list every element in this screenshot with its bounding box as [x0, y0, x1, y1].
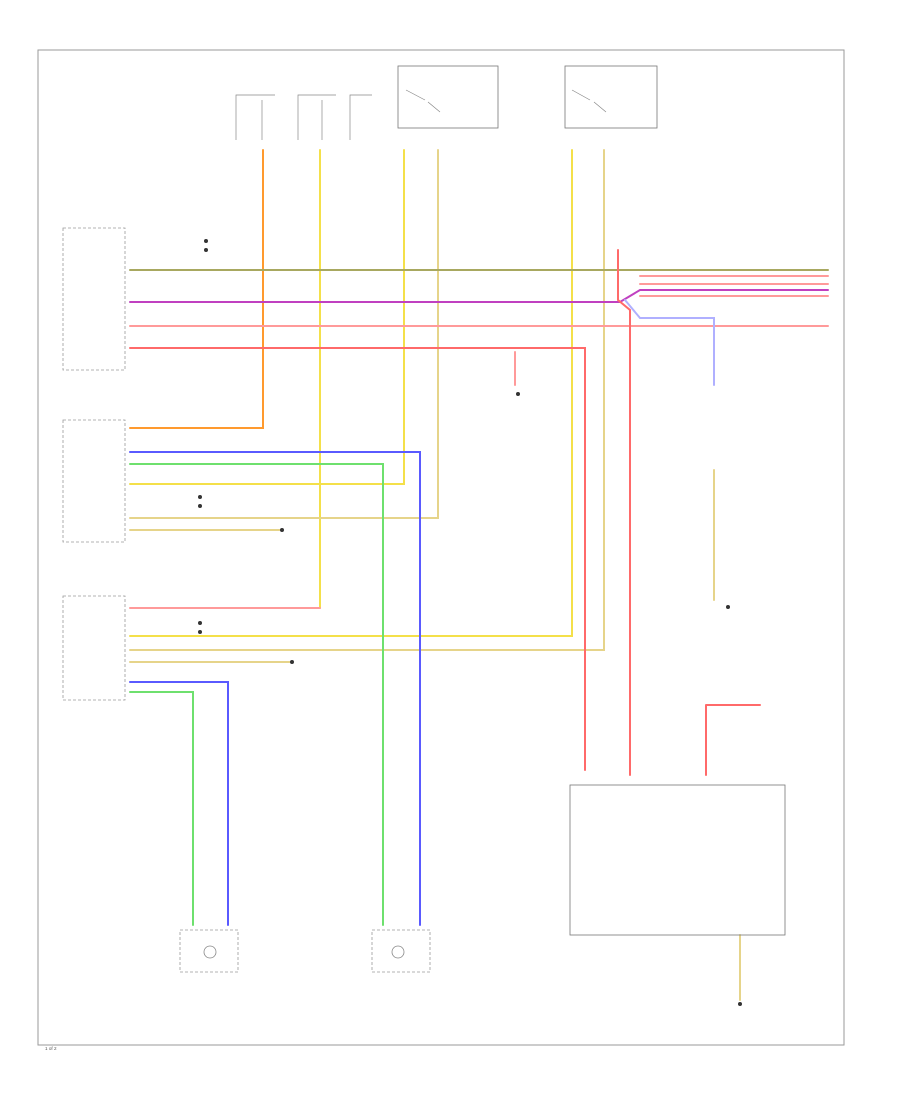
lamp-housing: [569, 784, 786, 936]
page-indicator: 1 of 2: [45, 1046, 57, 1051]
ground-dot: [726, 605, 730, 609]
ground-dot: [198, 504, 202, 508]
wire-pink-extra: [639, 275, 829, 297]
ground-dot: [198, 495, 202, 499]
module-rear-door: [62, 595, 126, 701]
wire-yellow-switch: [129, 149, 405, 485]
wire-blue-light: [624, 299, 715, 386]
ground-dot: [738, 1002, 742, 1006]
wire-blue-rear: [129, 681, 229, 926]
front-passenger-lamp: [371, 929, 431, 973]
ground-dot: [290, 660, 294, 664]
fuse-block-left: [235, 94, 372, 140]
wire-tan-switch: [129, 149, 439, 519]
ground-dot: [198, 630, 202, 634]
wire-purple-bus: [129, 289, 829, 303]
wire-green-passenger: [129, 463, 384, 926]
ground-dot: [204, 248, 208, 252]
wire-blue-passenger: [129, 451, 421, 926]
wire-yellow-rear: [129, 149, 573, 637]
switch-front-passenger[interactable]: [397, 65, 499, 129]
wire-red-lamp: [617, 249, 631, 776]
rear-door-lamp: [179, 929, 239, 973]
wire-green-rear: [129, 691, 194, 926]
ground-dot: [516, 392, 520, 396]
module-front-passenger-door: [62, 419, 126, 543]
wire-tan-rear: [129, 149, 605, 651]
ground-dot: [280, 528, 284, 532]
module-vehicle-electrical: [62, 227, 126, 371]
ground-dot: [204, 239, 208, 243]
wire-red-right: [705, 704, 761, 776]
switch-rear-door[interactable]: [564, 65, 658, 129]
diagram-frame: [37, 49, 845, 1046]
wire-red-main: [129, 347, 586, 771]
ground-dot: [198, 621, 202, 625]
wire-orange-feed: [129, 149, 264, 429]
